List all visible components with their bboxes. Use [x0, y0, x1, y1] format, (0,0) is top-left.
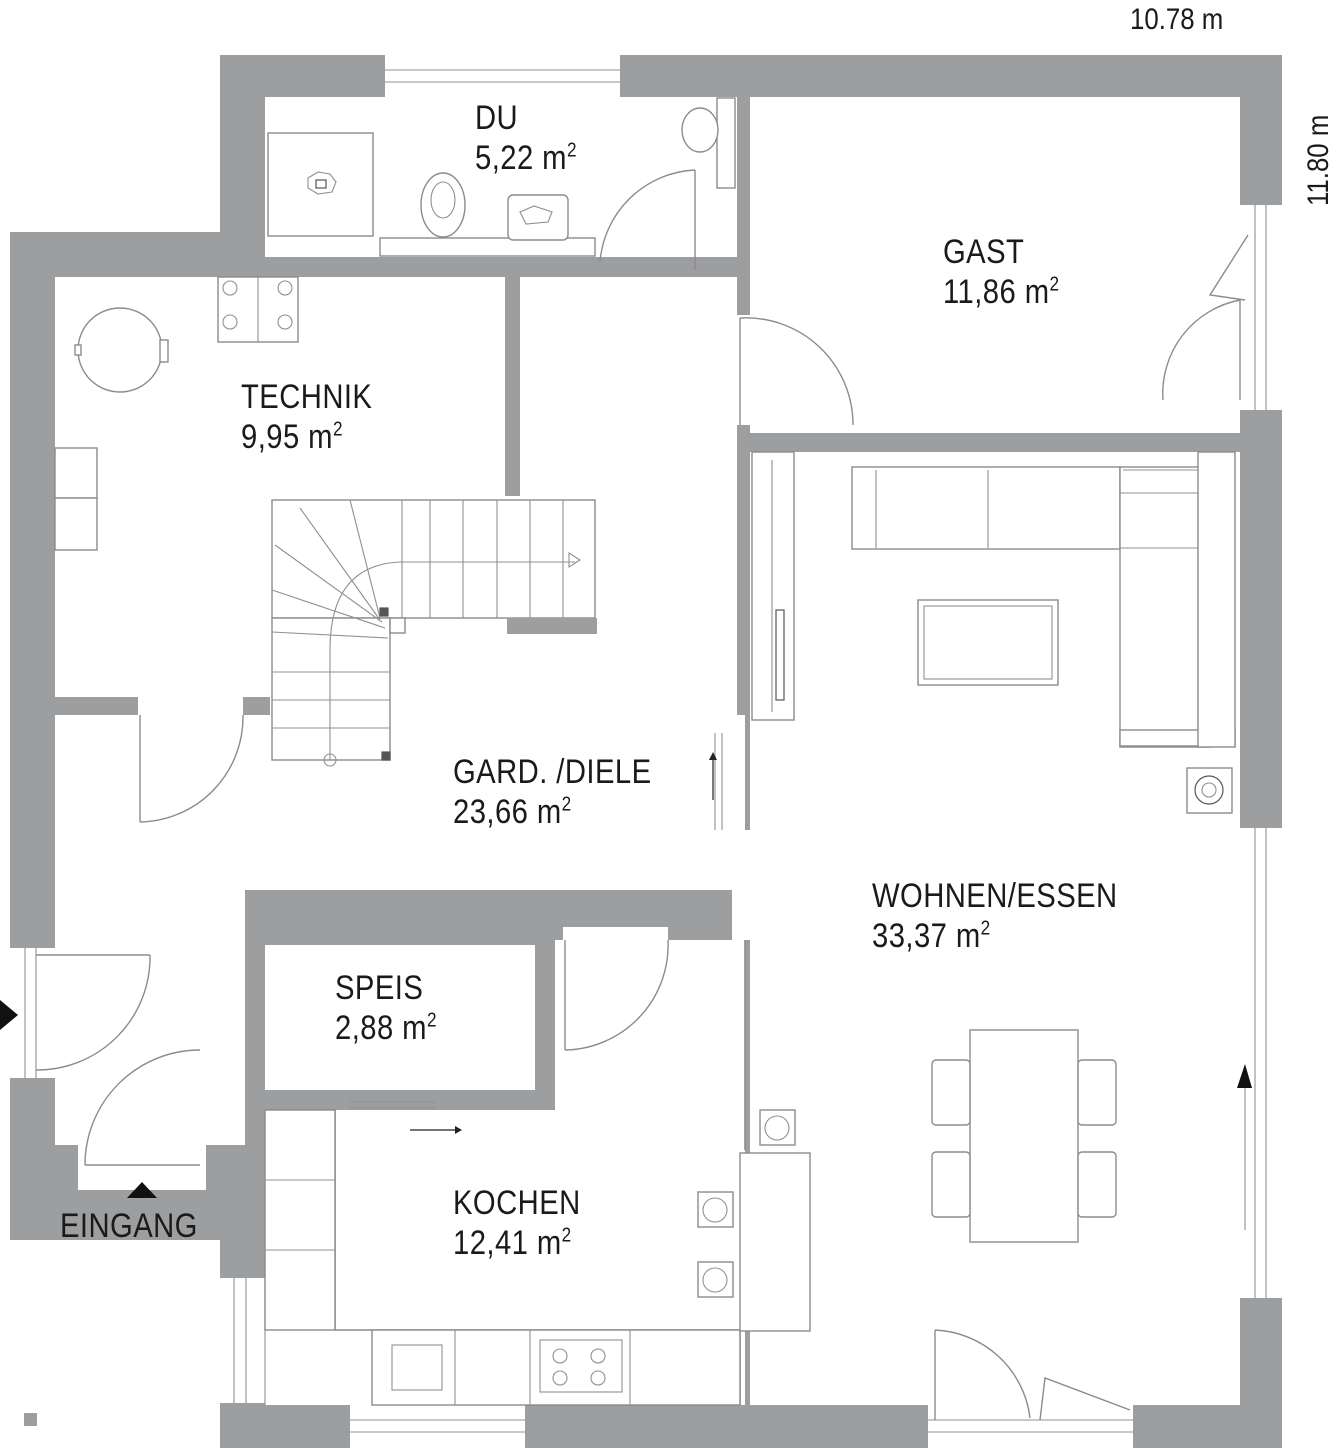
staircase — [271, 499, 597, 767]
room-name: DU — [475, 99, 519, 137]
room-label-diele: GARD. /DIELE 23,66 m2 — [453, 752, 652, 832]
technik-fixtures — [54, 276, 299, 551]
doors — [35, 169, 1249, 1421]
room-area: 5,22 m2 — [475, 139, 577, 177]
entrance-triangle-icon — [127, 1182, 157, 1198]
room-name: WOHNEN/ESSEN — [872, 877, 1118, 915]
entrance-markers — [0, 1000, 157, 1426]
room-area: 11,86 m2 — [943, 273, 1060, 311]
room-label-speis: SPEIS 2,88 m2 — [335, 968, 437, 1048]
room-label-gast: GAST 11,86 m2 — [943, 232, 1059, 312]
room-name: TECHNIK — [241, 378, 373, 416]
width-dimension: 10.78 m — [1130, 3, 1224, 36]
entrance-label: EINGANG — [60, 1207, 198, 1245]
room-area: 9,95 m2 — [241, 418, 343, 456]
room-name: GAST — [943, 233, 1025, 271]
room-area: 33,37 m2 — [872, 917, 991, 955]
room-name: GARD. /DIELE — [453, 753, 652, 791]
room-label-technik: TECHNIK 9,95 m2 — [241, 377, 372, 457]
room-label-du: DU 5,22 m2 — [475, 98, 577, 178]
room-area: 2,88 m2 — [335, 1009, 437, 1047]
room-area: 23,66 m2 — [453, 793, 572, 831]
room-area: 12,41 m2 — [453, 1224, 572, 1262]
living-furniture — [751, 451, 1252, 1243]
room-label-kochen: KOCHEN 12,41 m2 — [453, 1183, 581, 1263]
windows — [10, 55, 1282, 1448]
kitchen-furniture — [264, 752, 811, 1406]
entry-arrow-icon — [0, 1000, 18, 1030]
room-name: KOCHEN — [453, 1184, 581, 1222]
bathroom-fixtures — [267, 97, 736, 257]
room-name: SPEIS — [335, 969, 424, 1007]
depth-dimension: 11.80 m — [1302, 114, 1335, 206]
room-label-wohnen: WOHNEN/ESSEN 33,37 m2 — [872, 876, 1118, 956]
north-marker-icon — [24, 1413, 37, 1426]
